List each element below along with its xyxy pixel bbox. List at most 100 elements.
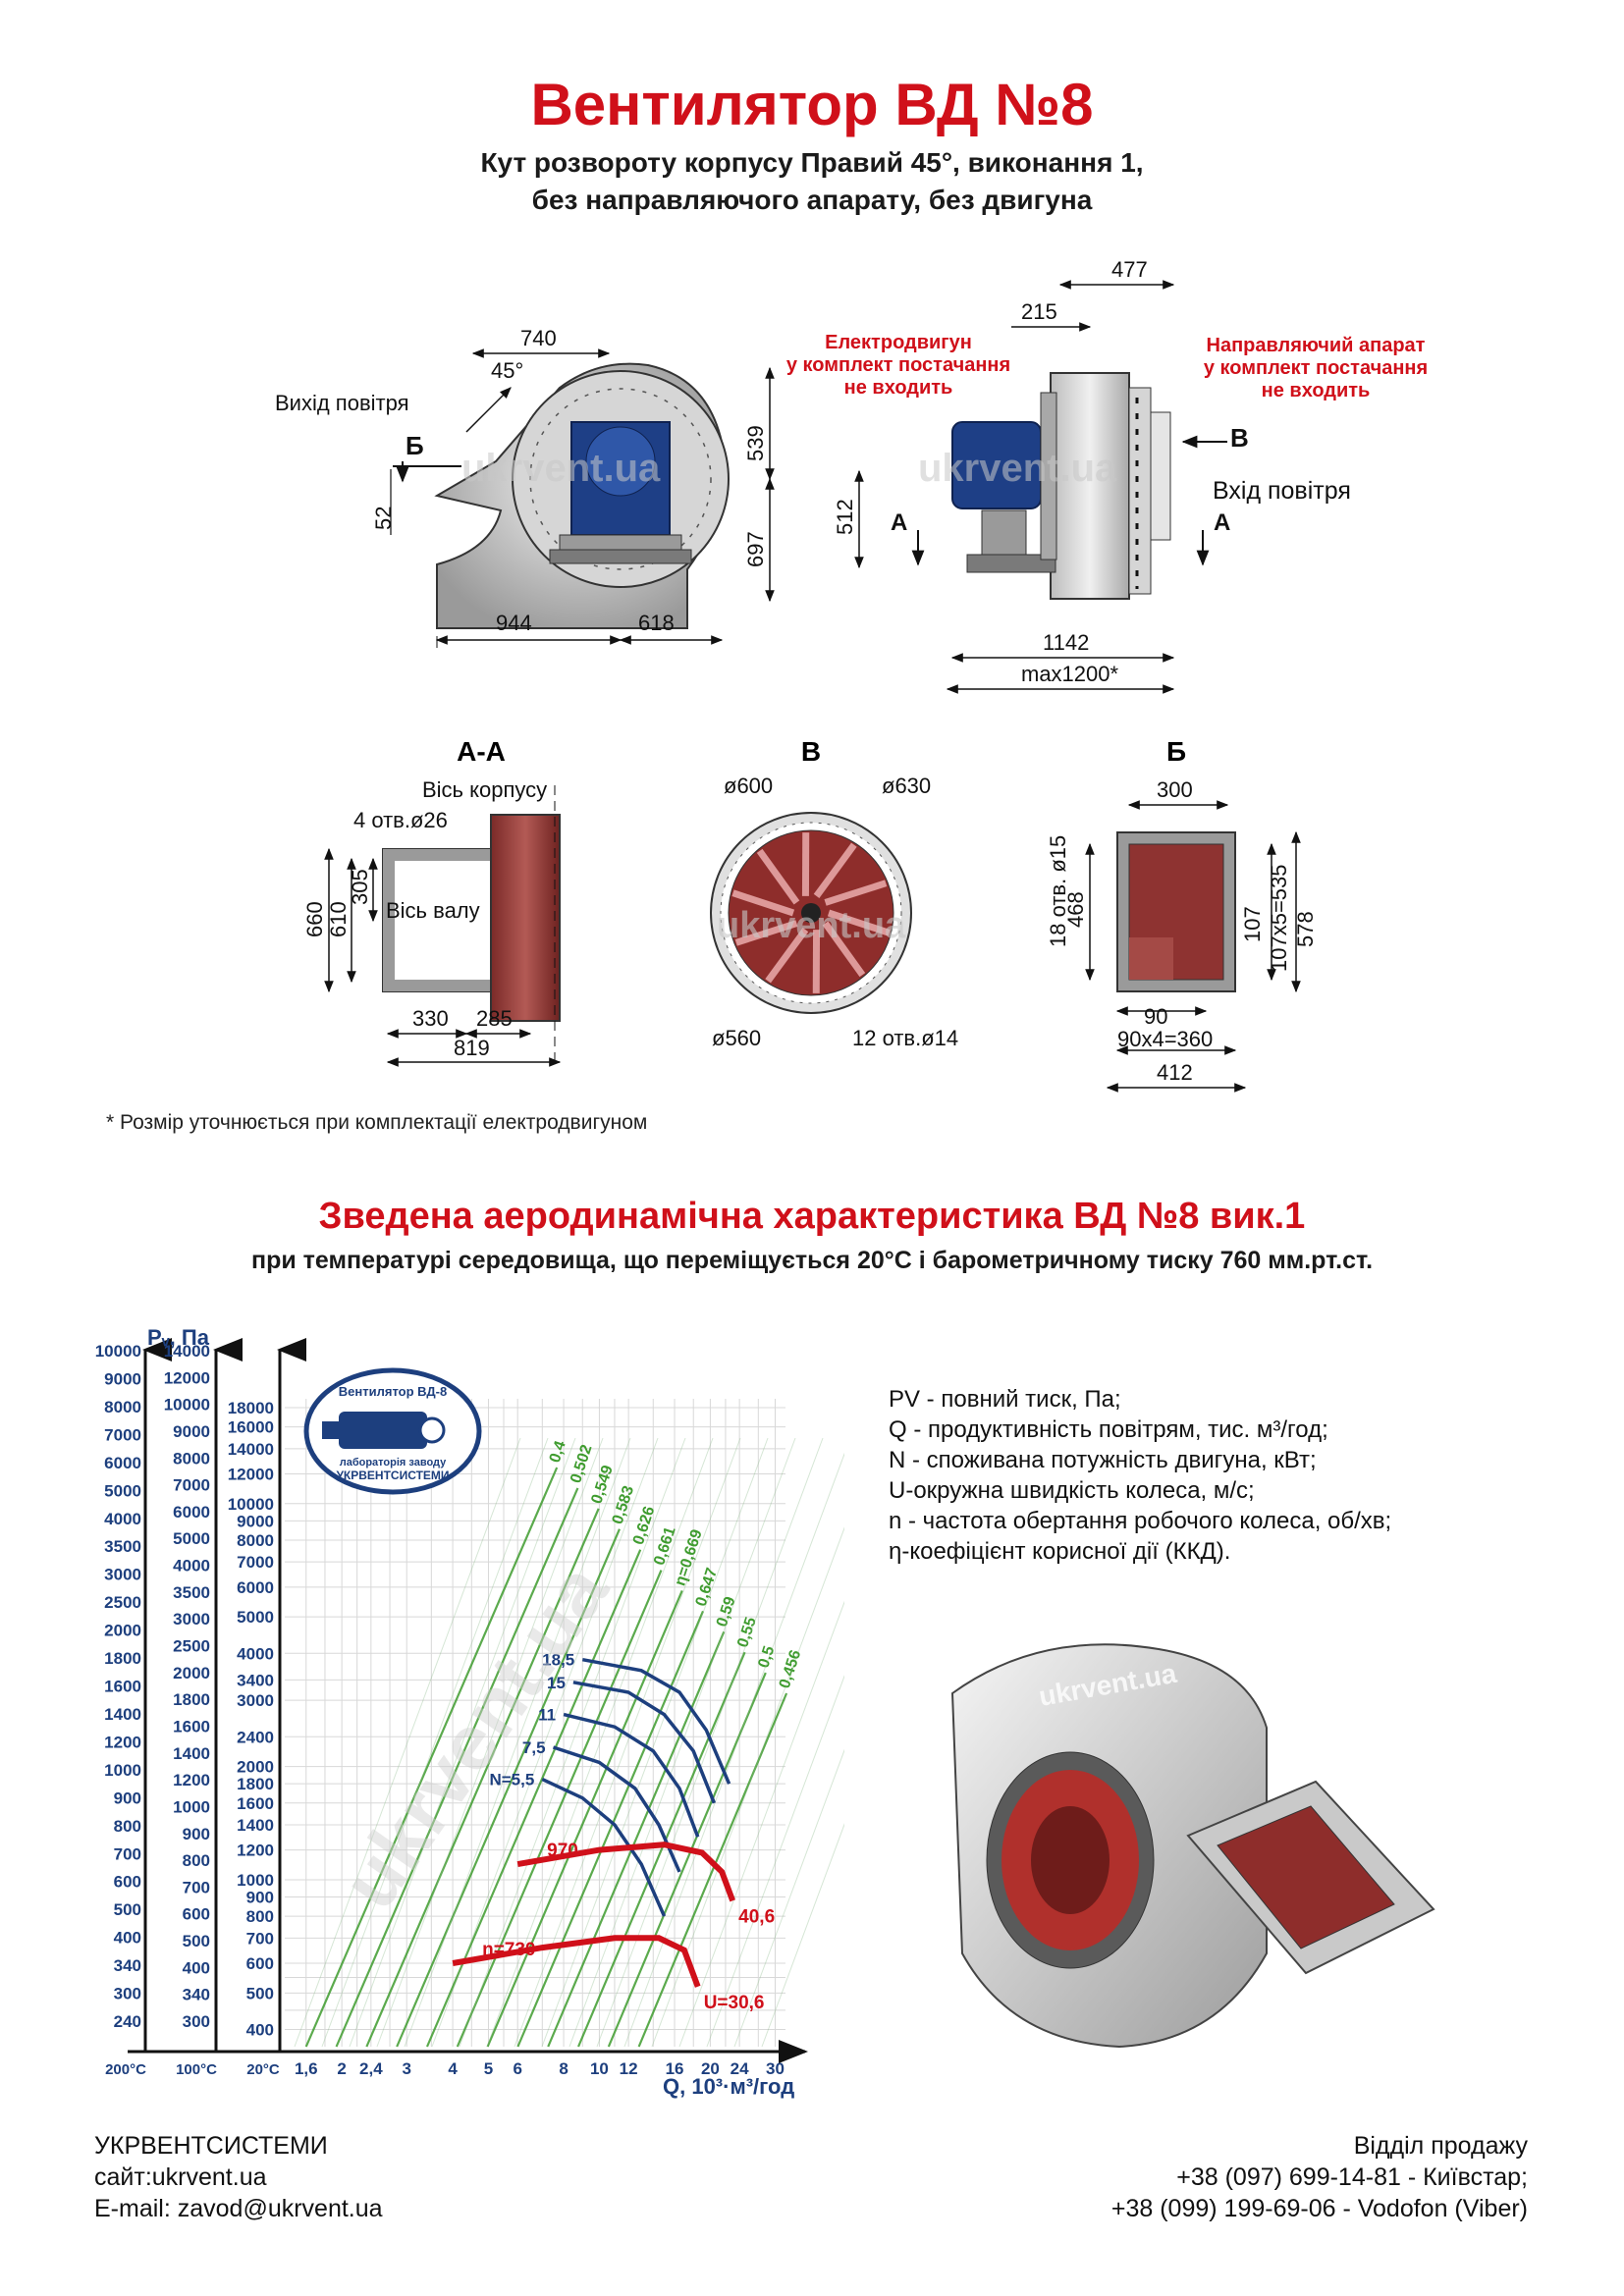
power-curve-label: N=5,5 xyxy=(489,1771,534,1789)
efficiency-label: 0,456 xyxy=(777,1648,805,1690)
y-tick-labels: 1000090008000700060005000400035003000250… xyxy=(95,1342,274,2039)
section-mark-b-front: Б xyxy=(406,431,424,460)
footer-phone-1[interactable]: +38 (097) 699-14-81 - Київстар; xyxy=(1176,2163,1528,2191)
section-b: Б 300 18 отв. ø15 468 107 107x5=535 578 … xyxy=(1046,736,1318,1093)
chart-section-title: Зведена аеродинамічна характеристика ВД … xyxy=(318,1196,1306,1237)
y-tick-20c: 1200 xyxy=(237,1842,274,1860)
v-holes-label: 12 отв.ø14 xyxy=(852,1026,958,1050)
impeller-blade xyxy=(756,848,800,905)
aa-holes-label: 4 отв.ø26 xyxy=(353,808,448,832)
speed-curve xyxy=(516,1842,736,1902)
efficiency-line xyxy=(335,1487,579,2048)
section-v: В ø600 ø630 ø560 12 отв.ø14 xyxy=(710,736,958,1050)
x-tick: 8 xyxy=(559,2059,568,2078)
efficiency-line xyxy=(486,1590,683,2048)
section-b-title: Б xyxy=(1166,736,1186,767)
dim-angle-45: 45° xyxy=(491,358,523,383)
efficiency-line xyxy=(637,1692,788,2048)
dim-300: 300 xyxy=(1157,777,1193,802)
watermark-side: ukrvent.ua xyxy=(918,447,1117,490)
x-temp-label: 200°С xyxy=(105,2061,146,2078)
y-tick-100c: 8000 xyxy=(173,1449,210,1468)
axis-shaft-label: Вісь валу xyxy=(386,898,480,923)
y-tick-200c: 8000 xyxy=(104,1398,141,1416)
y-tick-200c: 1200 xyxy=(104,1733,141,1751)
footer-phone-2[interactable]: +38 (099) 199-69-06 - Vodofon (Viber) xyxy=(1110,2195,1528,2222)
dim-107x5: 107x5=535 xyxy=(1267,865,1291,973)
system-line xyxy=(651,1526,844,2048)
dim-477: 477 xyxy=(1111,257,1148,282)
y-tick-200c: 2000 xyxy=(104,1622,141,1640)
x-tick: 2,4 xyxy=(359,2059,383,2078)
legend-pv: PV - повний тиск, Па; xyxy=(889,1386,1121,1413)
page-subtitle-2: без направляючого апарату, без двигуна xyxy=(531,185,1093,215)
section-v-title: В xyxy=(801,736,821,767)
x-tick: 16 xyxy=(666,2059,684,2078)
motor-note-line-2: у комплект постачання xyxy=(786,354,1010,376)
footer-site[interactable]: сайт:ukrvent.ua xyxy=(94,2163,267,2191)
footer-contacts: УКРВЕНТСИСТЕМИ сайт:ukrvent.ua E-mail: z… xyxy=(94,2130,383,2224)
dim-740: 740 xyxy=(520,326,557,350)
dim-215: 215 xyxy=(1021,299,1057,324)
power-curve xyxy=(552,1745,681,1873)
y-tick-100c: 5000 xyxy=(173,1529,210,1548)
impeller-blade xyxy=(765,928,809,984)
y-tick-200c: 3000 xyxy=(104,1566,141,1584)
y-tick-20c: 4000 xyxy=(237,1644,274,1663)
watermark-front: ukrvent.ua xyxy=(461,447,661,490)
y-tick-20c: 12000 xyxy=(228,1465,274,1483)
impeller-blade xyxy=(734,920,798,946)
speed-curve-label: 970 xyxy=(547,1841,578,1861)
impeller-blades xyxy=(731,832,891,993)
y-tick-100c: 500 xyxy=(183,1932,210,1950)
footer-sales-title: Відділ продажу xyxy=(1353,2132,1528,2160)
chart-section-subtitle: при температурі середовища, що переміщує… xyxy=(250,1247,1374,1274)
y-tick-100c: 4000 xyxy=(173,1557,210,1575)
system-line xyxy=(761,1823,844,2048)
y-tick-20c: 9000 xyxy=(237,1512,274,1530)
motor-note-line-1: Електродвигун xyxy=(825,332,972,353)
impeller-blade xyxy=(827,909,891,936)
y-tick-20c: 14000 xyxy=(228,1440,274,1459)
power-curve-label: 18,5 xyxy=(542,1651,574,1670)
x-tick: 3 xyxy=(402,2059,410,2078)
speed-curve xyxy=(452,1935,701,1988)
power-curve xyxy=(563,1712,700,1838)
y-tick-200c: 2500 xyxy=(104,1593,141,1612)
dim-468: 468 xyxy=(1063,891,1088,928)
y-tick-20c: 2000 xyxy=(237,1758,274,1777)
power-curve-label: 15 xyxy=(547,1674,566,1692)
dim-944: 944 xyxy=(496,611,532,635)
system-line xyxy=(321,1437,549,2048)
footer-company: УКРВЕНТСИСТЕМИ xyxy=(94,2132,328,2160)
dim-285: 285 xyxy=(476,1006,513,1031)
logo-line-1: Вентилятор ВД-8 xyxy=(339,1384,447,1399)
footer-email[interactable]: E-mail: zavod@ukrvent.ua xyxy=(94,2195,383,2222)
y-tick-20c: 7000 xyxy=(237,1553,274,1572)
chart-legend: PV - повний тиск, Па; Q - продуктивність… xyxy=(889,1384,1391,1567)
power-curve-label: 7,5 xyxy=(522,1738,546,1757)
system-line xyxy=(349,1437,576,2048)
logo-line-3: УКРВЕНТСИСТЕМИ xyxy=(336,1468,449,1482)
dim-max1200: max1200* xyxy=(1021,662,1119,686)
y-tick-100c: 7000 xyxy=(173,1476,210,1495)
y-tick-20c: 16000 xyxy=(228,1418,274,1437)
y-axis-label: Pᵥ, Па xyxy=(147,1325,210,1350)
watermark-v: ukrvent.ua xyxy=(717,905,906,946)
y-tick-20c: 600 xyxy=(246,1954,274,1973)
y-tick-20c: 400 xyxy=(246,2020,274,2039)
y-tick-200c: 3500 xyxy=(104,1537,141,1556)
dim-52: 52 xyxy=(371,507,396,530)
y-tick-100c: 600 xyxy=(183,1905,210,1924)
y-tick-100c: 800 xyxy=(183,1851,210,1870)
y-tick-20c: 18000 xyxy=(228,1399,274,1417)
front-view: 740 45° Вихід повітря Б 52 539 697 944 6… xyxy=(275,326,775,648)
y-tick-100c: 2000 xyxy=(173,1664,210,1682)
footer-sales: Відділ продажу +38 (097) 699-14-81 - Киї… xyxy=(1111,2130,1528,2224)
chart-grid xyxy=(285,1399,785,2047)
y-tick-100c: 1600 xyxy=(173,1717,210,1735)
speed-curve-end-label: U=30,6 xyxy=(704,1993,765,2013)
y-tick-100c: 10000 xyxy=(164,1396,210,1415)
dim-305: 305 xyxy=(348,869,372,905)
